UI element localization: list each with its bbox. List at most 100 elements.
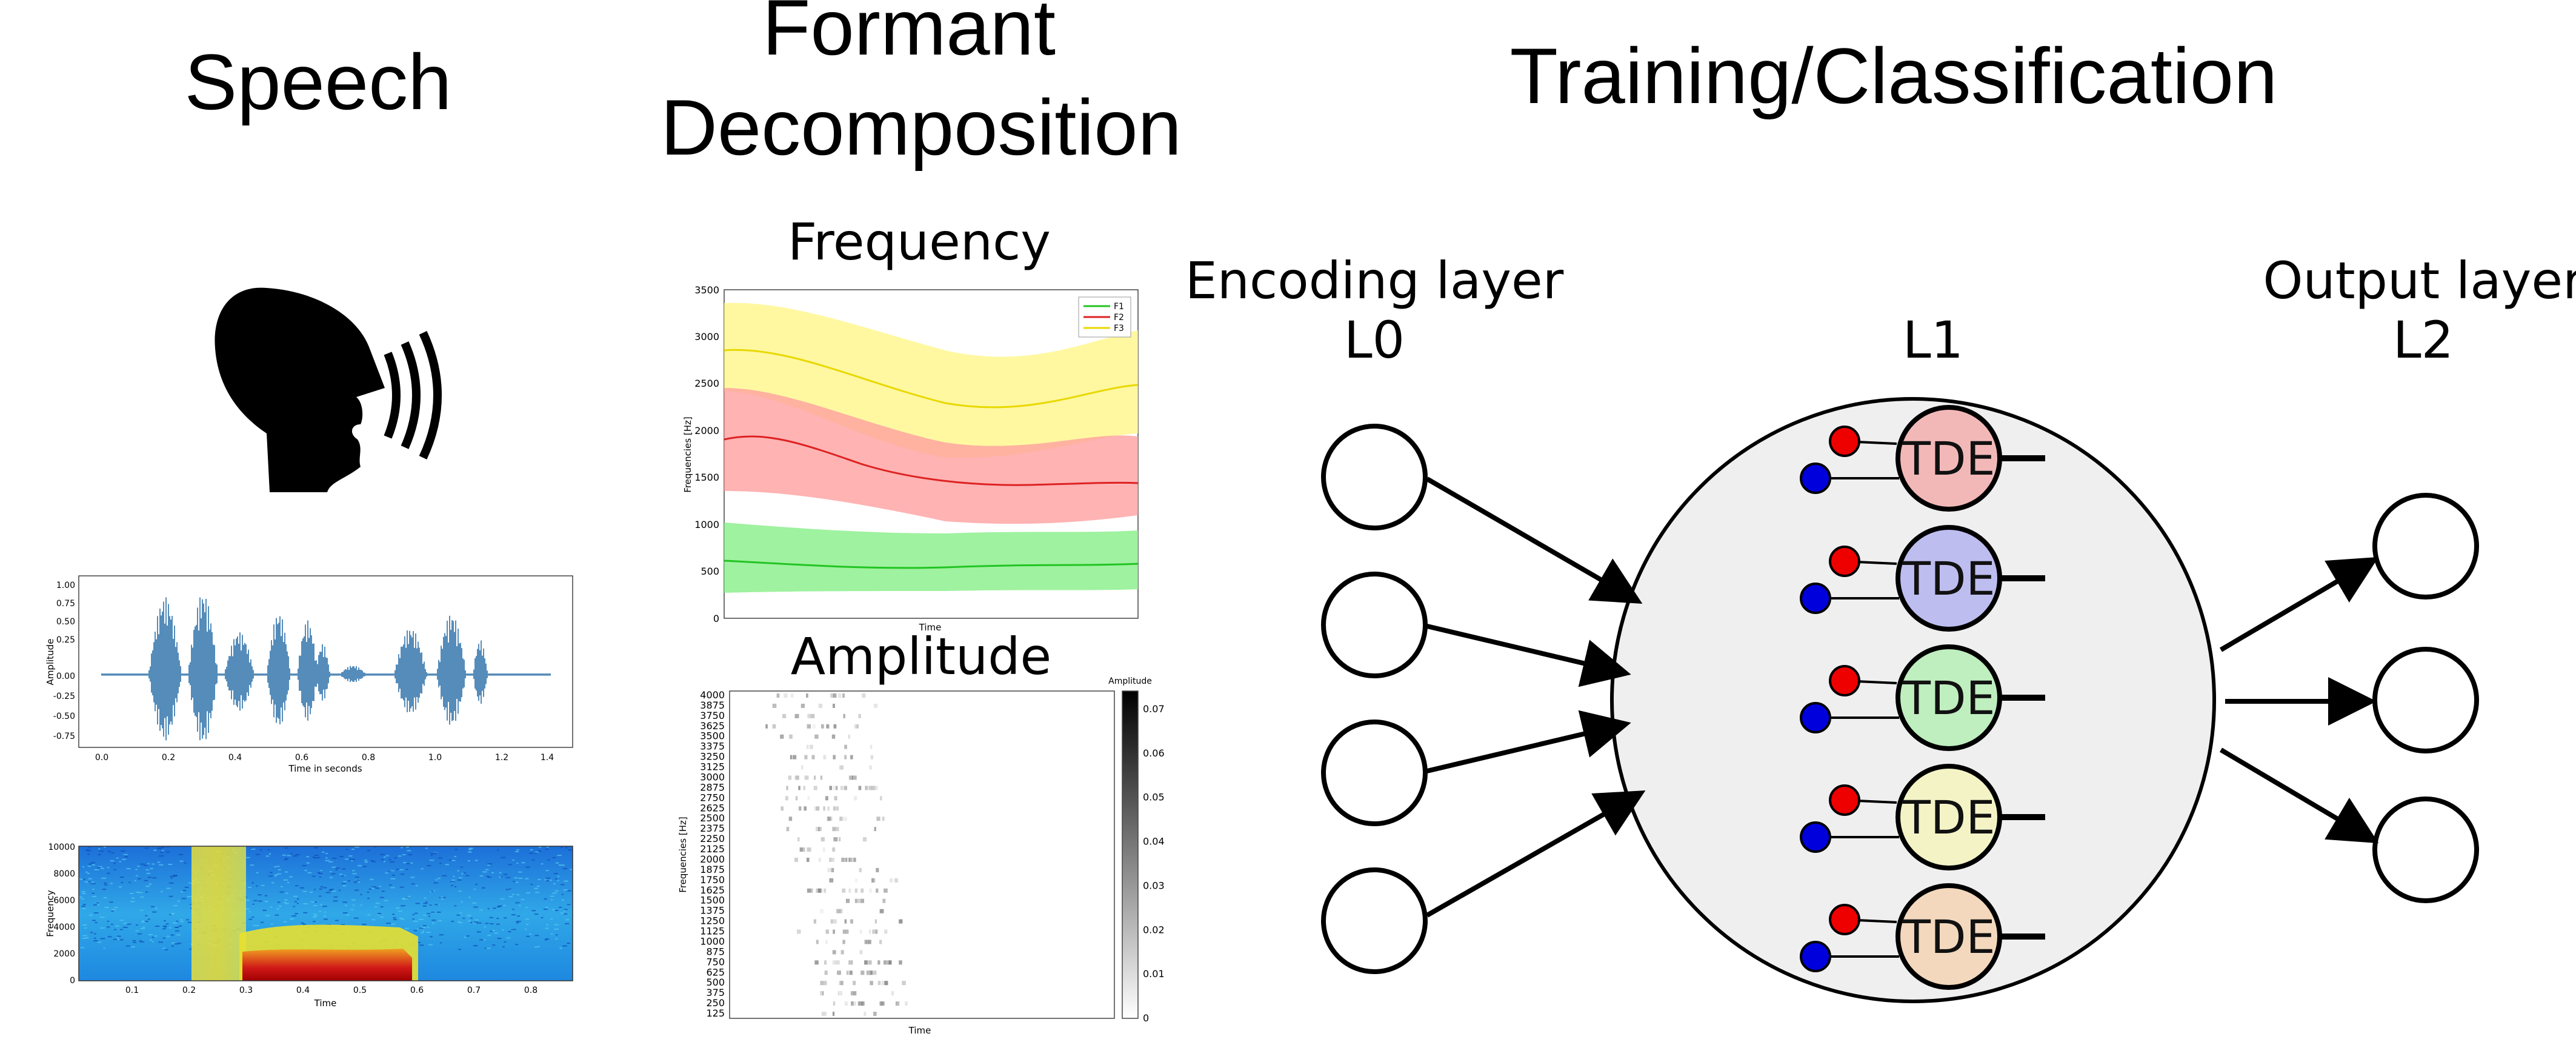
spectrogram-speckle	[87, 866, 92, 867]
spectrogram-speckle	[265, 915, 270, 917]
spectrogram-speckle	[406, 846, 410, 848]
spectrogram-speckle	[491, 872, 494, 873]
waveform-plot: 1.00 0.75 0.50 0.25 0.00 -0.25 -0.50 -0.…	[45, 575, 573, 774]
spectrogram-speckle	[341, 883, 346, 884]
spectrogram-speckle	[123, 853, 128, 855]
amplitude-mark	[832, 960, 834, 965]
spectrogram-speckle	[104, 846, 106, 848]
trigger-synapse-dot	[1800, 702, 1831, 733]
spectrogram-speckle	[438, 878, 441, 880]
amplitude-ytick-label: 3500	[700, 730, 725, 742]
amplitude-mark	[799, 806, 802, 811]
spectrogram-speckle	[454, 856, 457, 858]
spectrogram-speckle	[251, 916, 255, 918]
spectrogram-speckle	[119, 877, 124, 878]
spectrogram-speckle	[504, 941, 507, 943]
spectrogram-speckle	[169, 913, 172, 915]
spectrogram-speckle	[489, 917, 493, 918]
spectrogram-speckle	[411, 883, 415, 885]
amplitude-mark	[825, 796, 828, 801]
spectrogram-speckle	[150, 867, 153, 869]
trigger-synapse-dot	[1800, 821, 1831, 853]
amplitude-mark	[816, 888, 820, 893]
amplitude-mark	[824, 960, 827, 965]
amplitude-mark	[818, 703, 823, 708]
amplitude-ytick-label: 3000	[700, 771, 725, 783]
spectrogram-speckle	[93, 940, 98, 942]
spectrogram-speckle	[329, 877, 333, 878]
spectrogram-speckle	[487, 935, 491, 937]
waveform-ytick-label: -0.75	[53, 732, 75, 741]
spectrogram-speckle	[168, 882, 174, 884]
spectrogram-speckle	[87, 850, 92, 852]
spectrogram-speckle	[140, 896, 144, 898]
spectrogram-speckle	[458, 890, 462, 892]
spectrogram-speckle	[473, 922, 476, 924]
spectrogram-speckle	[274, 866, 278, 867]
spectrogram-speckle	[560, 884, 565, 886]
amplitude-mark	[811, 888, 813, 893]
legend-f1-label: F1	[1114, 302, 1124, 312]
spectrogram-speckle	[253, 924, 255, 926]
spectrogram-speckle	[353, 881, 358, 883]
spectrogram-speckle	[356, 879, 360, 881]
spectrogram-speckle	[314, 855, 319, 857]
f2-mean-line	[724, 435, 1139, 486]
spectrogram-speckle	[125, 945, 131, 947]
spectrogram-speckle	[396, 869, 400, 870]
spectrogram-speckle	[121, 850, 125, 852]
colorbar-tick-label: 0.02	[1143, 924, 1165, 935]
spectrogram-speckle	[474, 919, 479, 921]
spectrogram-speckle	[513, 881, 515, 883]
spectrogram-speckle	[100, 927, 105, 929]
spectrogram-speckle	[428, 915, 431, 917]
amplitude-mark	[765, 724, 768, 729]
amplitude-mark	[812, 724, 816, 729]
spectrogram-speckle	[402, 854, 406, 856]
amplitude-mark	[835, 786, 838, 790]
spectrogram-speckle	[306, 856, 310, 858]
spectrogram-speckle	[151, 863, 155, 865]
colorbar-tick-label: 0.05	[1143, 792, 1165, 803]
spectrogram-speckle	[496, 923, 500, 925]
spectrogram-speckle	[479, 909, 484, 911]
spectrogram-speckle	[343, 881, 347, 883]
amplitude-mark	[850, 991, 854, 996]
spectrogram-speckle	[319, 910, 322, 912]
amplitude-mark	[824, 1012, 827, 1016]
spectrogram-speckle	[353, 917, 359, 919]
spectrogram-speckle	[87, 853, 90, 855]
spectrogram-speckle	[468, 897, 471, 898]
spectrogram-speckle	[334, 867, 340, 869]
amplitude-mark	[853, 991, 857, 996]
spectrogram-speckle	[261, 921, 264, 923]
spectrogram-speckle	[277, 901, 281, 903]
speaking-head-icon	[215, 287, 442, 492]
spectrogram-speckle	[159, 855, 164, 857]
spectrogram-speckle	[170, 913, 173, 915]
spectrogram-speckle	[525, 918, 530, 920]
spectrogram-speckle	[101, 877, 107, 879]
spectrogram-speckle	[171, 913, 175, 915]
spectrogram-speckle	[319, 876, 322, 878]
amplitude-mark	[807, 744, 809, 749]
spectrogram-speckle	[341, 924, 345, 926]
spectrogram-speckle	[468, 920, 471, 922]
amplitude-mark	[830, 693, 834, 698]
spectrogram-speckle	[567, 904, 571, 906]
spectrogram-speckle	[162, 928, 166, 930]
amplitude-mark	[846, 970, 849, 975]
spectrogram-speckle	[293, 855, 298, 857]
spectrogram-speckle	[88, 863, 92, 865]
tde-unit: TDE	[1800, 764, 2045, 870]
spectrogram-speckle	[415, 903, 420, 904]
spectrogram-speckle	[568, 849, 573, 851]
spectrogram-speckle	[439, 934, 444, 936]
spectrogram-speckle	[313, 921, 316, 923]
spectrogram-speckle	[174, 943, 179, 945]
amplitude-mark	[789, 734, 793, 739]
spectrogram-speckle	[431, 911, 434, 913]
spectrogram-speckle	[109, 901, 113, 903]
spectrogram-speckle	[377, 914, 379, 916]
spectrogram-speckle	[135, 924, 138, 926]
